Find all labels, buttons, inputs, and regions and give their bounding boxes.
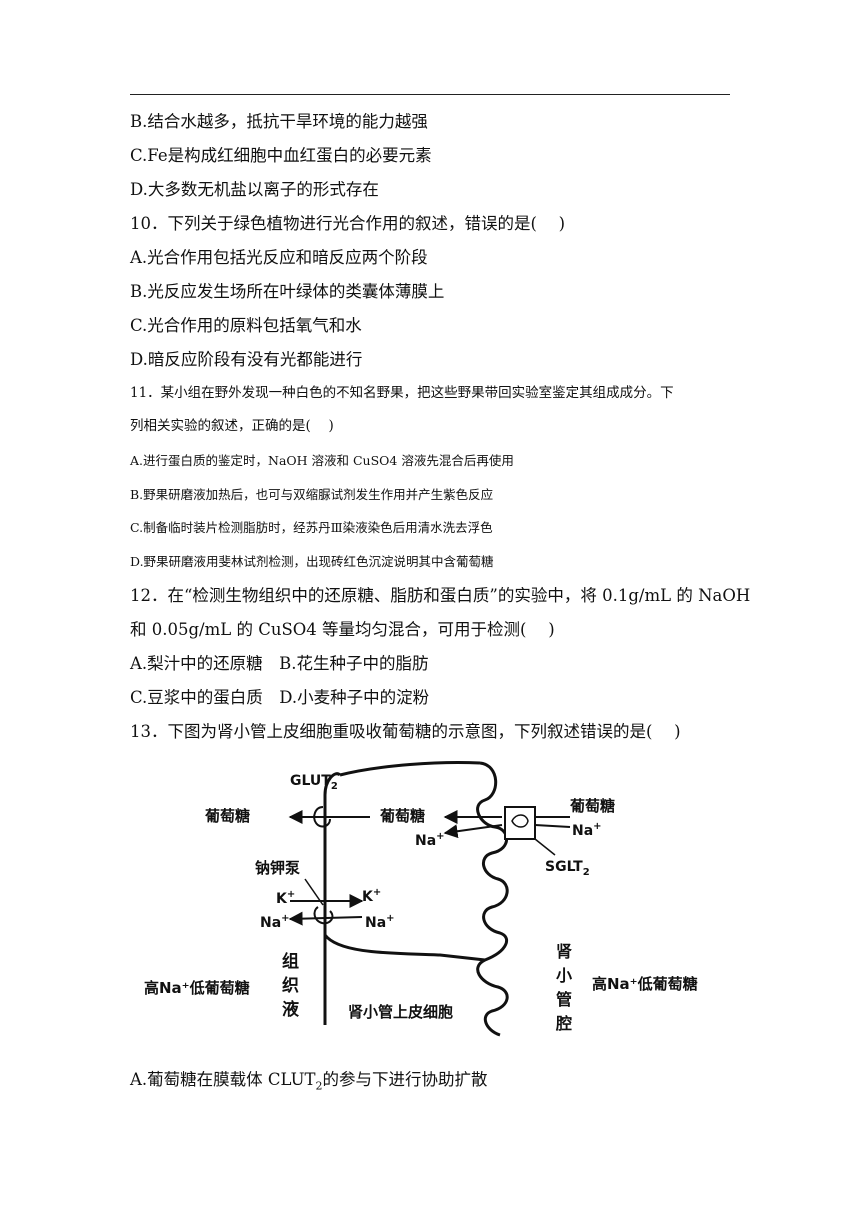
lumen-char-4: 腔: [555, 1014, 572, 1033]
option-13a-suffix: 的参与下进行协助扩散: [322, 1070, 488, 1089]
option-10d: D.暗反应阶段有没有光都能进行: [130, 350, 363, 369]
high-na-right-label: 高Na⁺低葡萄糖: [592, 975, 698, 993]
na-right-label: Na: [572, 823, 593, 839]
svg-text:SGLT2: SGLT2: [545, 859, 590, 878]
kidney-tubule-diagram: GLUT2 葡萄糖 葡萄糖 Na+ 葡萄糖 Na+ SGLT2 钠钾泵 K+ K…: [144, 761, 698, 1037]
k-right-label: K: [362, 889, 374, 905]
option-13a-prefix: A.葡萄糖在膜载体 CLUT: [130, 1070, 316, 1089]
option-10a: A.光合作用包括光反应和暗反应两个阶段: [130, 248, 428, 267]
svg-text:GLUT2: GLUT2: [290, 773, 338, 792]
sglt2-pointer: [534, 838, 556, 856]
sglt2-carrier: [504, 806, 536, 840]
option-10b: B.光反应发生场所在叶绿体的类囊体薄膜上: [130, 282, 445, 301]
glut2-label: GLUT: [290, 773, 331, 789]
option-13a-sub: 2: [315, 1079, 323, 1093]
svg-text:K+: K+: [362, 887, 381, 905]
option-13a: A.葡萄糖在膜载体 CLUT2的参与下进行协助扩散: [130, 1070, 488, 1096]
cell-label: 肾小管上皮细胞: [348, 1003, 453, 1021]
tissue-fluid-char-1: 组: [282, 951, 299, 972]
k-left-label: K: [276, 891, 288, 907]
option-11c: C.制备临时装片检测脂肪时，经苏丹Ⅲ染液染色后用清水洗去浮色: [130, 520, 493, 535]
tissue-fluid-char-3: 液: [282, 999, 299, 1020]
svg-text:Na+: Na+: [365, 913, 395, 931]
sglt2-sub: 2: [583, 867, 590, 878]
na-mid-label: Na: [415, 833, 436, 849]
basolateral-membrane: [323, 772, 342, 1025]
glucose-right-label: 葡萄糖: [569, 797, 615, 815]
question-10-stem: 10．下列关于绿色植物进行光合作用的叙述，错误的是( ): [130, 214, 566, 233]
svg-text:Na+: Na+: [415, 831, 445, 849]
question-11-stem: 11．某小组在野外发现一种白色的不知名野果，把这些野果带回实验室鉴定其组成成分。…: [130, 385, 674, 401]
na-into-cell-arrow: [443, 824, 503, 839]
na-out-arrow: [288, 911, 363, 926]
option-11d: D.野果研磨液用斐林试剂检测，出现砖红色沉淀说明其中含葡萄糖: [130, 554, 494, 569]
tissue-fluid-char-2: 织: [282, 975, 299, 996]
lumen-char-2: 小: [556, 966, 572, 985]
svg-text:Na+: Na+: [572, 821, 602, 839]
option-11a: A.进行蛋白质的鉴定时，NaOH 溶液和 CuSO4 溶液先混合后再使用: [130, 453, 514, 468]
pump-carrier: [313, 906, 334, 925]
question-12-stem-cont: 和 0.05g/mL 的 CuSO4 等量均匀混合，可用于检测( ): [130, 620, 555, 639]
question-11-stem-cont: 列相关实验的叙述，正确的是( ): [130, 418, 334, 434]
glut2-sub: 2: [331, 781, 338, 792]
option-9b: B.结合水越多，抵抗干旱环境的能力越强: [130, 112, 428, 131]
svg-text:K+: K+: [276, 889, 295, 907]
option-10c: C.光合作用的原料包括氧气和水: [130, 316, 362, 335]
header-rule: [130, 94, 730, 95]
glut2-carrier: [313, 806, 331, 828]
option-12cd: C.豆浆中的蛋白质 D.小麦种子中的淀粉: [130, 688, 430, 707]
high-na-left-label: 高Na⁺低葡萄糖: [144, 979, 250, 997]
cell-top-membrane: [339, 761, 481, 777]
lumen-char-1: 肾: [556, 942, 572, 961]
na-pump-right-label: Na: [365, 915, 386, 931]
option-12ab: A.梨汁中的还原糖 B.花生种子中的脂肪: [130, 654, 429, 673]
lumen-char-3: 管: [556, 990, 572, 1009]
pump-label: 钠钾泵: [255, 859, 300, 877]
question-12-stem: 12．在“检测生物组织中的还原糖、脂肪和蛋白质”的实验中，将 0.1g/mL 的…: [130, 586, 751, 605]
glucose-mid-label: 葡萄糖: [379, 807, 425, 825]
na-lumen-arrow: [534, 824, 571, 828]
option-9d: D.大多数无机盐以离子的形式存在: [130, 180, 379, 199]
question-13-stem: 13．下图为肾小管上皮细胞重吸收葡萄糖的示意图，下列叙述错误的是( ): [130, 722, 681, 741]
na-pump-left-label: Na: [260, 915, 281, 931]
svg-text:Na+: Na+: [260, 913, 290, 931]
option-11b: B.野果研磨液加热后，也可与双缩脲试剂发生作用并产生紫色反应: [130, 487, 494, 502]
glucose-left-label: 葡萄糖: [204, 807, 250, 825]
apical-microvilli: [476, 761, 509, 1037]
cell-bottom-membrane: [323, 933, 486, 962]
option-9c: C.Fe是构成红细胞中血红蛋白的必要元素: [130, 146, 432, 165]
sglt2-label: SGLT: [545, 859, 583, 875]
